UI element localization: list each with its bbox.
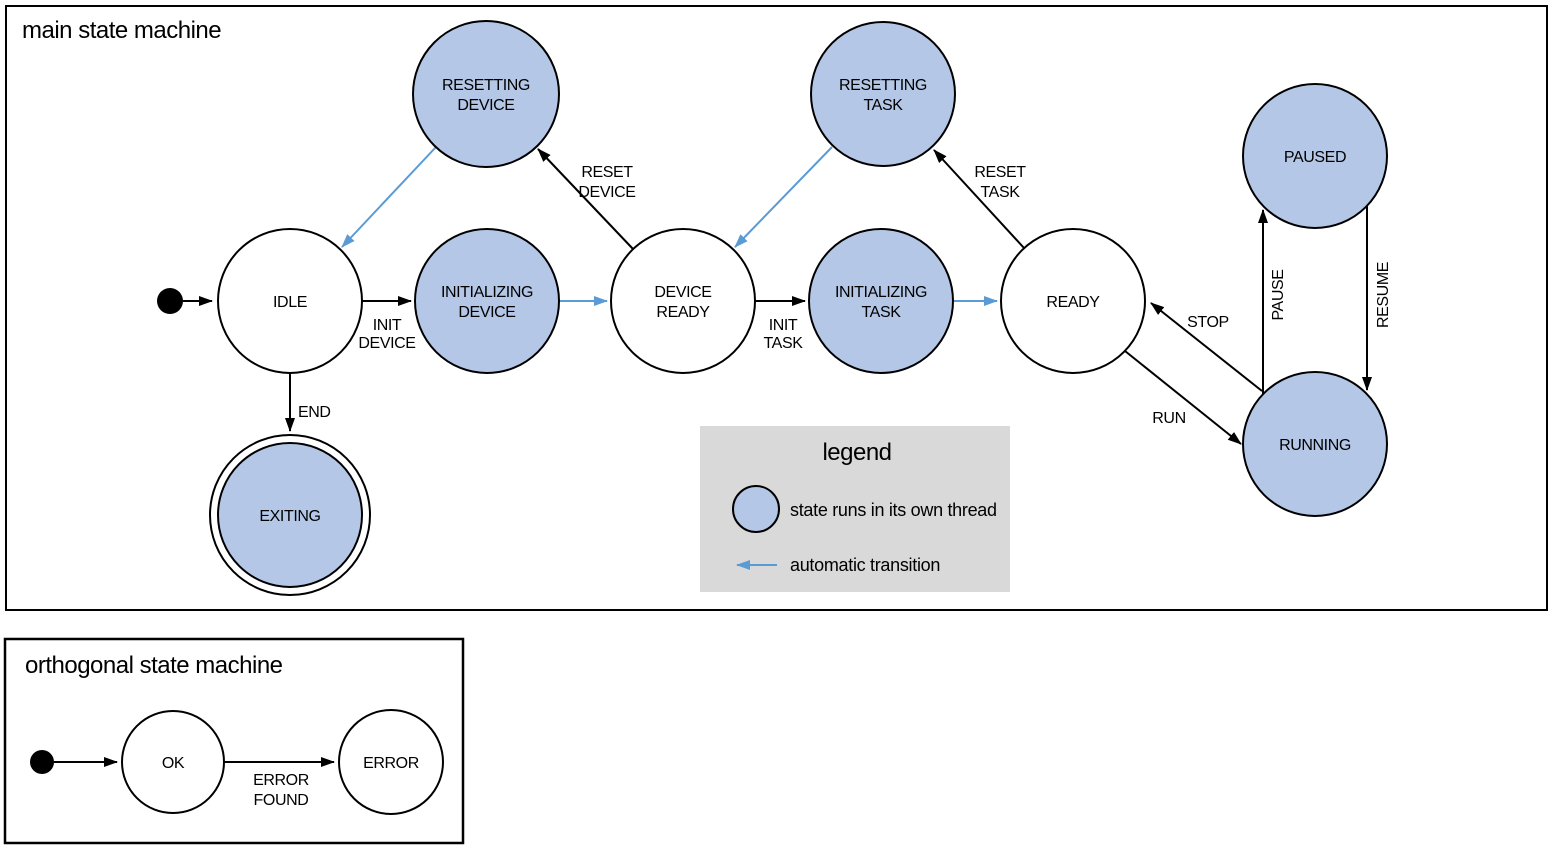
state-resetting-task-circle [810, 21, 956, 167]
orthogonal-initial-state-dot [30, 750, 54, 774]
state-running: RUNNING [1242, 371, 1388, 517]
transition-init-device-label-line2: DEVICE [358, 335, 415, 352]
state-device-ready-label-line1: DEVICE [654, 284, 711, 301]
state-ok-label: OK [162, 755, 185, 772]
legend: legend state runs in its own thread auto… [700, 426, 1010, 592]
transition-pause-label: PAUSE [1270, 269, 1287, 320]
transition-end-label: END [298, 404, 331, 421]
state-error-label: ERROR [363, 755, 419, 772]
state-initializing-device: INITIALIZING DEVICE [414, 228, 560, 374]
transition-reset-device-label-line1: RESET [581, 164, 633, 181]
state-resetting-device: RESETTING DEVICE [412, 20, 560, 168]
state-error-circle [338, 709, 444, 815]
transition-stop-label: STOP [1187, 314, 1229, 331]
state-idle: IDLE [217, 228, 363, 374]
legend-automatic-transition-label: automatic transition [790, 555, 940, 575]
transition-run-arrow [1124, 350, 1242, 445]
legend-title: legend [822, 439, 891, 466]
orthogonal-panel-title: orthogonal state machine [25, 652, 283, 679]
state-device-ready-label-line2: READY [656, 304, 710, 321]
transition-error-found-label-line2: FOUND [254, 792, 309, 809]
transition-init-device-label-line1: INIT [373, 317, 402, 334]
state-exiting-inner-circle [217, 442, 363, 588]
state-initializing-task-circle [808, 228, 954, 374]
state-running-circle [1242, 371, 1388, 517]
legend-threaded-state-icon [732, 485, 780, 533]
state-resetting-device-label-line1: RESETTING [442, 77, 530, 94]
state-device-ready: DEVICE READY [610, 228, 756, 374]
state-initializing-device-label-line2: DEVICE [458, 304, 515, 321]
state-initializing-task-label-line2: TASK [861, 304, 901, 321]
state-error: ERROR [338, 709, 444, 815]
state-initializing-device-circle [414, 228, 560, 374]
transition-reset-device-arrow [537, 148, 634, 250]
main-state-machine-panel: main state machine INIT DEVICE RESET DEV… [5, 5, 1548, 611]
initial-state-dot [157, 288, 183, 314]
state-paused: PAUSED [1242, 83, 1388, 229]
transition-auto-resetting-task-to-device-ready-arrow [734, 146, 833, 248]
state-idle-label: IDLE [273, 294, 307, 311]
state-ready-label: READY [1046, 294, 1100, 311]
state-initializing-device-label-line1: INITIALIZING [441, 284, 533, 301]
state-ok: OK [121, 710, 225, 814]
state-ok-circle [121, 710, 225, 814]
state-resetting-task-label-line1: RESETTING [839, 77, 927, 94]
transition-reset-task-label-line2: TASK [980, 184, 1020, 201]
transition-resume-label: RESUME [1375, 262, 1392, 328]
state-initializing-task: INITIALIZING TASK [808, 228, 954, 374]
transition-reset-task-label-line1: RESET [974, 164, 1026, 181]
orthogonal-state-machine-panel: orthogonal state machine ERROR FOUND OK … [3, 637, 465, 845]
transition-stop-arrow [1150, 302, 1263, 392]
state-idle-circle [217, 228, 363, 374]
state-ready-circle [1000, 228, 1146, 374]
state-resetting-task-label-line2: TASK [863, 97, 903, 114]
legend-threaded-state-label: state runs in its own thread [790, 500, 997, 520]
state-paused-label: PAUSED [1284, 149, 1346, 166]
transition-init-task-label-line2: TASK [763, 335, 803, 352]
state-running-label: RUNNING [1279, 437, 1351, 454]
state-device-ready-circle [610, 228, 756, 374]
state-ready: READY [1000, 228, 1146, 374]
transition-init-task-label-line1: INIT [769, 317, 798, 334]
transition-reset-device-label-line2: DEVICE [578, 184, 635, 201]
state-exiting: EXITING [209, 434, 371, 596]
state-initializing-task-label-line1: INITIALIZING [835, 284, 927, 301]
state-paused-circle [1242, 83, 1388, 229]
state-resetting-device-circle [412, 20, 560, 168]
transition-error-found-label-line1: ERROR [253, 772, 309, 789]
transition-auto-resetting-device-to-idle-arrow [341, 146, 437, 248]
state-resetting-task: RESETTING TASK [810, 21, 956, 167]
state-resetting-device-label-line2: DEVICE [457, 97, 514, 114]
main-panel-title: main state machine [22, 17, 221, 44]
transition-run-label: RUN [1152, 410, 1185, 427]
state-exiting-label: EXITING [259, 508, 320, 525]
transition-reset-task-arrow [933, 149, 1025, 249]
